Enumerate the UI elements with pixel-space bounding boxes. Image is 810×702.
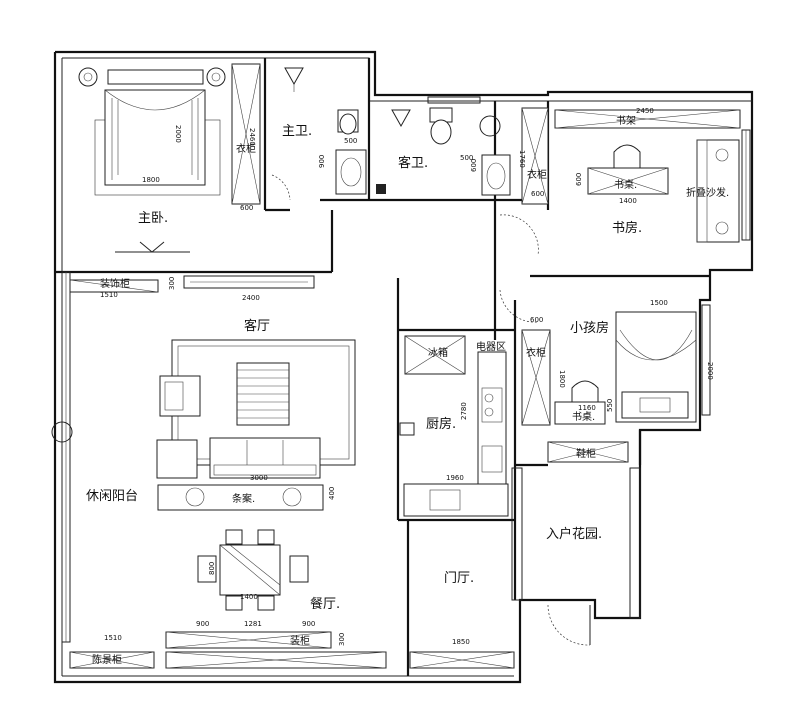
desk-study-label: 书桌. — [614, 178, 637, 191]
master-bedroom: 衣柜 2000 1800 2460 600 主卧. — [78, 63, 261, 253]
console-table-label: 条案. — [232, 492, 255, 505]
bottom-cabinet-left-dim: 1510 — [104, 634, 122, 642]
master-bath-depth-dim: 900 — [318, 155, 326, 168]
study-desk-width-dim: 1400 — [619, 197, 637, 205]
display-cabinet-mid-label: 装柜 — [290, 634, 310, 647]
master-bath-width-dim: 500 — [344, 137, 357, 145]
room-master-bedroom: 主卧. — [138, 211, 168, 226]
room-study: 书房. — [612, 220, 642, 236]
wardrobe-guest-label: 衣柜 — [527, 168, 547, 181]
balcony: 休闲阳台 条案. 400 — [86, 484, 336, 511]
desk-kids-label: 书桌. — [572, 410, 595, 423]
tv-cabinet-label: 装饰柜 — [100, 277, 130, 290]
kids-bed-width-dim: 1500 — [650, 299, 668, 307]
dining-room: 1400 800 餐厅. — [197, 529, 340, 612]
study-shelf-dim: 2450 — [636, 107, 654, 115]
kids-room: 衣柜 600 1800 小孩房 1500 2000 书桌. 1160 550 — [499, 289, 714, 426]
guest-bath: 客卫. 600 500 — [376, 107, 511, 196]
bottom-seg-3-dim: 900 — [302, 620, 315, 628]
guest-bath-depth-dim: 600 — [470, 159, 478, 172]
living-room: 1510 300 2400 装饰柜 客厅 3000 — [69, 275, 356, 482]
kitchen-depth-dim: 2780 — [460, 402, 468, 420]
dining-table-depth-dim: 800 — [208, 562, 216, 575]
guest-wardrobe-dim: 1760 — [518, 150, 526, 168]
kids-desk-width-dim: 1160 — [578, 404, 596, 412]
kids-wardrobe-len-dim: 1800 — [558, 370, 566, 388]
tv-wall-dim: 2400 — [242, 294, 260, 302]
display-cabinet-left-label: 陈景柜 — [92, 653, 122, 666]
room-foyer: 门厅. — [444, 571, 474, 586]
kids-desk-depth-dim: 550 — [606, 399, 614, 412]
bottom-depth-dim: 300 — [338, 633, 346, 646]
room-master-bath: 主卫. — [282, 124, 312, 139]
wardrobe-kids-label: 衣柜 — [526, 346, 546, 359]
bottom-seg-2-dim: 1281 — [244, 620, 262, 628]
cabinet-depth-top-dim: 300 — [168, 277, 176, 290]
bed-length-dim: 2000 — [174, 125, 182, 143]
bed-width-dim: 1800 — [142, 176, 160, 184]
kitchen-width-dim: 1960 — [446, 474, 464, 482]
kids-bed-length-dim: 2000 — [706, 362, 714, 380]
guest-wardrobe-depth-dim: 600 — [531, 190, 544, 198]
console-depth-dim: 400 — [328, 487, 336, 500]
room-leisure-balcony: 休闲阳台 — [86, 489, 138, 504]
study: 衣柜 1760 600 2450 书架 书桌. 1400 600 折叠沙发. 书… — [499, 107, 741, 256]
study-desk-depth-dim: 600 — [575, 173, 583, 186]
master-wardrobe-depth-dim: 600 — [240, 204, 253, 212]
room-kitchen: 厨房. — [426, 416, 456, 432]
room-dining: 餐厅. — [310, 596, 340, 612]
room-entrance-garden: 入户花园. — [546, 526, 602, 542]
kids-wardrobe-depth-dim: 600 — [530, 316, 543, 324]
room-living-room: 客厅 — [244, 318, 270, 334]
bottom-cabinets: 陈景柜 1510 装柜 900 1281 900 300 — [69, 620, 387, 669]
room-guest-bath: 客卫. — [398, 155, 428, 171]
master-wardrobe-len-dim: 2460 — [248, 128, 256, 146]
kitchen: 冰箱 电器区 2780 厨房. 1960 — [399, 335, 509, 517]
bottom-seg-1-dim: 900 — [196, 620, 209, 628]
entrance: 鞋柜 入户花园. 门厅. 1850 — [409, 441, 641, 669]
sofa-width-dim: 3000 — [250, 474, 268, 482]
fridge-label: 冰箱 — [428, 346, 448, 359]
dining-table-dim: 1400 — [240, 593, 258, 601]
bookshelf-label: 书架 — [616, 115, 636, 127]
windows — [51, 96, 751, 643]
wardrobe-master-label: 衣柜 — [236, 142, 256, 155]
cabinet-width-top-dim: 1510 — [100, 291, 118, 299]
master-bath: 主卫. 500 900 — [271, 67, 367, 201]
folding-sofa-label: 折叠沙发. — [686, 186, 729, 199]
guest-bath-width-dim: 500 — [460, 154, 473, 162]
foyer-width-dim: 1850 — [452, 638, 470, 646]
shoe-cabinet-label: 鞋柜 — [576, 447, 596, 460]
appliance-zone-label: 电器区 — [476, 340, 506, 353]
room-kids: 小孩房 — [570, 320, 609, 336]
